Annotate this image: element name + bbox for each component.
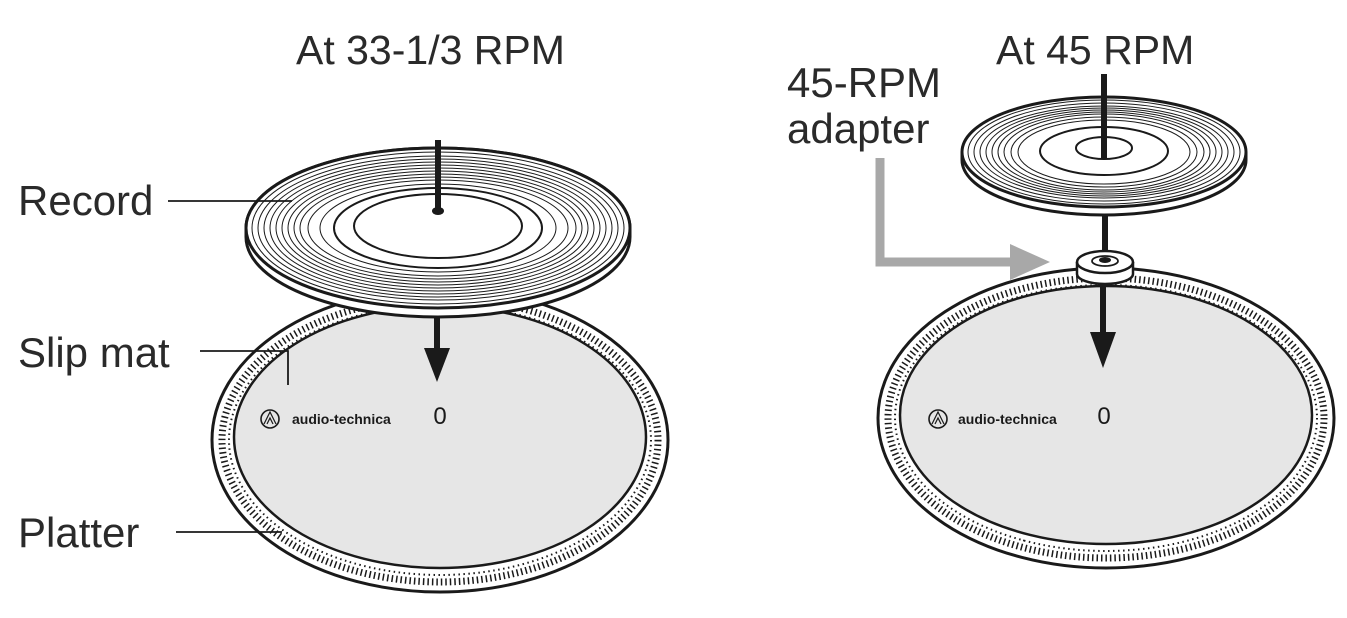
right-assembly: audio-technica 0 (875, 74, 1336, 570)
record-right (960, 74, 1248, 217)
45-rpm-adapter (1075, 249, 1135, 286)
mat-mark-left: 0 (433, 403, 446, 430)
brand-logo-right: audio-technica 0 (928, 403, 1111, 430)
label-adapter-line2: adapter (787, 105, 930, 152)
record-left (244, 140, 632, 319)
label-adapter-line1: 45-RPM (787, 59, 942, 106)
mat-mark-right: 0 (1097, 403, 1110, 430)
adapter-pointer-arrow (875, 158, 1050, 280)
brand-name-right: audio-technica (958, 411, 1057, 427)
label-45-rpm-adapter: 45-RPM adapter (787, 60, 941, 152)
down-arrow-right (1090, 278, 1116, 368)
label-platter: Platter (18, 509, 140, 556)
audio-technica-logo-icon (928, 409, 948, 429)
brand-name-left: audio-technica (292, 411, 391, 427)
left-assembly: audio-technica 0 (168, 140, 670, 594)
brand-logo-left: audio-technica 0 (260, 403, 447, 430)
leader-slip-mat (200, 350, 289, 385)
title-33-rpm: At 33-1/3 RPM (296, 27, 565, 73)
label-slip-mat: Slip mat (18, 329, 170, 376)
title-45-rpm: At 45 RPM (996, 27, 1195, 73)
label-record: Record (18, 177, 154, 224)
audio-technica-logo-icon (260, 409, 280, 429)
